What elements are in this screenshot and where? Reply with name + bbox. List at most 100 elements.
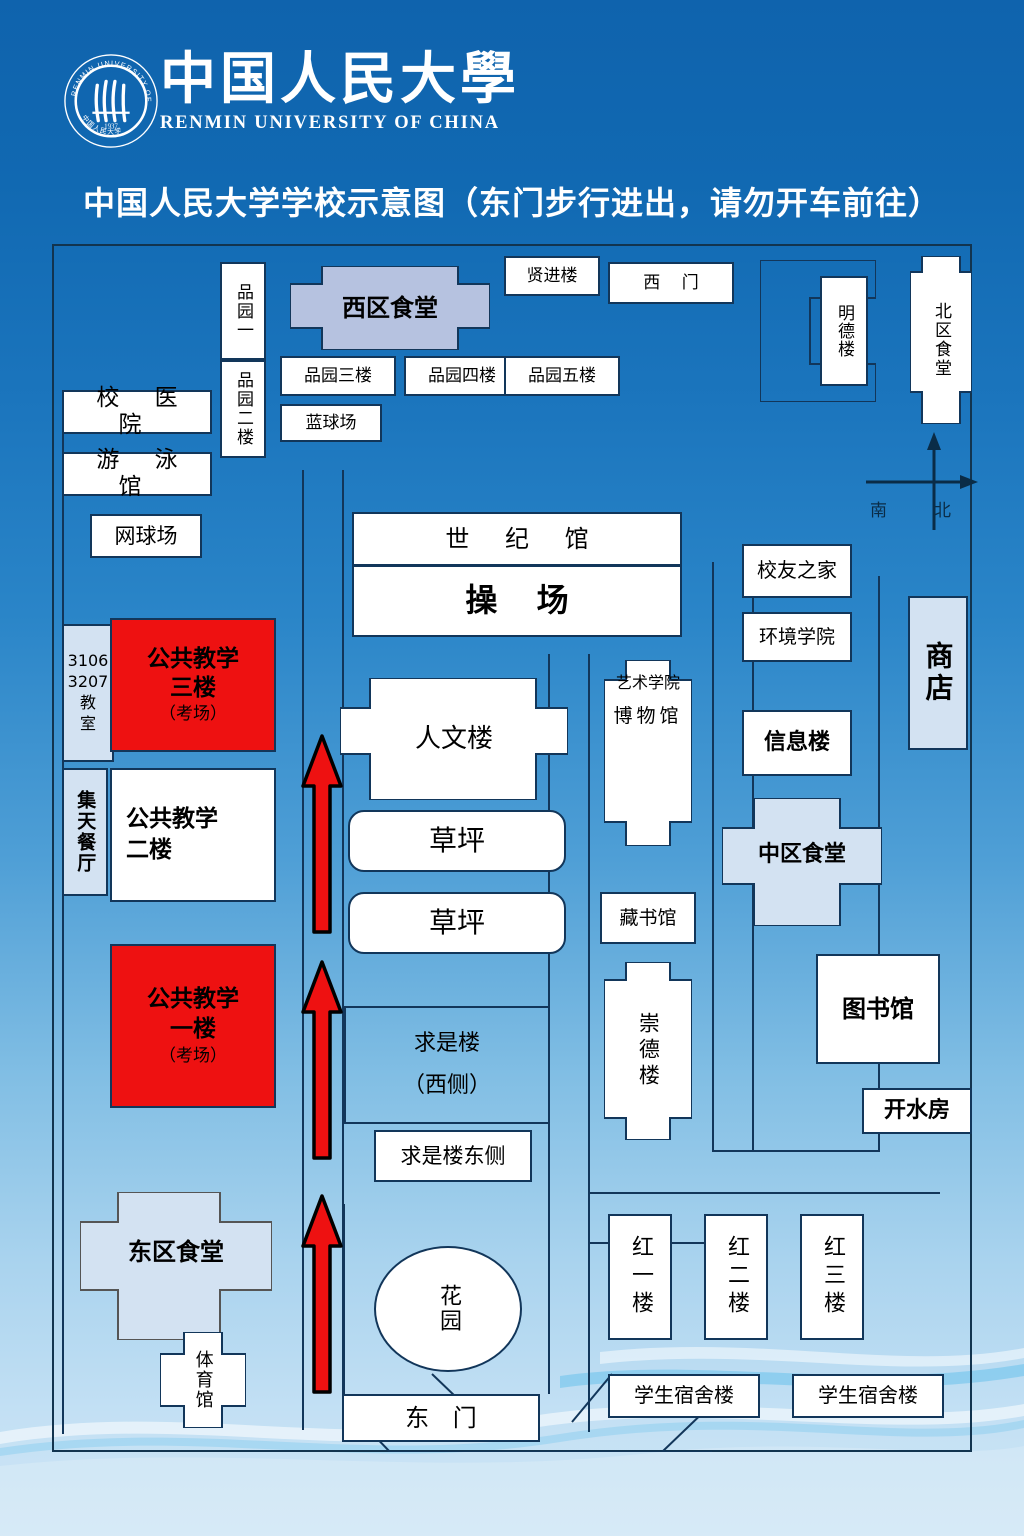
building-basketball-court[interactable]: 蓝球场 <box>280 404 382 442</box>
compass-label-north: 北 <box>934 501 951 521</box>
building-north-canteen-label-wrap: 北区食堂 <box>910 256 972 424</box>
building-hong3[interactable]: 红三楼 <box>800 1214 864 1340</box>
building-label: 品园三楼 <box>304 365 372 386</box>
building-dorm-1[interactable]: 学生宿舍楼 <box>608 1374 760 1418</box>
building-teaching2[interactable]: 公共教学 二楼 <box>110 768 276 902</box>
building-jitian-restaurant[interactable]: 集天餐厅 <box>62 768 108 896</box>
road-line-south-block-top <box>588 1194 590 1432</box>
building-qiushi-west[interactable]: 求是楼 （西侧） <box>344 1006 550 1124</box>
building-label: 世 纪 馆 <box>445 524 603 553</box>
building-teaching1-exam[interactable]: 公共教学 一楼 （考场） <box>110 944 276 1108</box>
building-hong2[interactable]: 红二楼 <box>704 1214 768 1340</box>
area-label: 花园 <box>436 1284 461 1334</box>
building-pinyuan5[interactable]: 品园五楼 <box>504 356 620 396</box>
building-label-line1: 公共教学 <box>126 805 218 832</box>
building-label-line2: 二楼 <box>126 837 172 863</box>
building-pinyuan1[interactable]: 品园一 <box>220 262 266 360</box>
building-dorm-2[interactable]: 学生宿舍楼 <box>792 1374 944 1418</box>
building-label: 图书馆 <box>842 994 914 1023</box>
building-label-line2: 三楼 <box>170 674 216 701</box>
gate-label: 西 门 <box>643 272 707 293</box>
direction-arrow-upper <box>301 734 343 934</box>
building-shop[interactable]: 商店 <box>908 596 968 750</box>
building-label: 校友之家 <box>757 558 837 583</box>
building-hong1[interactable]: 红一楼 <box>608 1214 672 1340</box>
building-pinyuan4[interactable]: 品园四楼 <box>404 356 520 396</box>
building-museum-complex[interactable] <box>604 660 692 846</box>
building-label: 红三楼 <box>819 1235 845 1319</box>
building-label: 红一楼 <box>627 1235 653 1319</box>
building-label: 品园五楼 <box>528 365 596 386</box>
building-library[interactable]: 图书馆 <box>816 954 940 1064</box>
classroom-code-3: 教 <box>79 693 96 712</box>
building-environment-school[interactable]: 环境学院 <box>742 612 852 662</box>
page-title: 中国人民大学学校示意图（东门步行进出，请勿开车前往） <box>82 184 941 222</box>
building-museum-labels: 艺术学院 博物馆 <box>604 660 692 846</box>
svg-text:RENMIN UNIVERSITY OF CHINA: RENMIN UNIVERSITY OF CHINA <box>62 52 153 103</box>
road-line-east-vertical <box>712 562 714 1152</box>
renmin-university-seal-icon: 1937 RENMIN UNIVERSITY OF CHINA 中国人民大学 <box>62 52 158 148</box>
building-label: 网球场 <box>114 523 178 548</box>
building-century-hall[interactable]: 世 纪 馆 <box>352 512 682 566</box>
building-pinyuan3[interactable]: 品园三楼 <box>280 356 396 396</box>
building-west-canteen[interactable] <box>290 266 490 350</box>
area-label: 草坪 <box>428 824 485 858</box>
building-label-line1: 公共教学 <box>147 645 239 672</box>
building-label-art-school: 艺术学院 <box>615 673 680 692</box>
area-garden[interactable]: 花园 <box>374 1246 522 1372</box>
area-lawn-2[interactable]: 草坪 <box>348 892 566 954</box>
road-line-west-vertical <box>302 470 304 1430</box>
area-lawn-1[interactable]: 草坪 <box>348 810 566 872</box>
building-label: 学生宿舍楼 <box>634 1383 734 1408</box>
building-humanities[interactable] <box>340 678 568 800</box>
building-teaching3-exam[interactable]: 公共教学 三楼 （考场） <box>110 618 276 752</box>
building-label: 东区食堂 <box>128 1237 224 1266</box>
compass-label-south: 南 <box>870 501 887 521</box>
building-label: 明德楼 <box>834 304 855 358</box>
building-humanities-label-wrap: 人文楼 <box>340 678 568 800</box>
building-label: 体育馆 <box>192 1350 214 1410</box>
building-water-room[interactable]: 开水房 <box>862 1088 972 1134</box>
building-xianjin[interactable]: 贤进楼 <box>504 256 600 296</box>
gate-east[interactable]: 东 门 <box>342 1394 540 1442</box>
building-label: 校 医 院 <box>96 384 192 438</box>
building-north-canteen[interactable] <box>910 256 972 424</box>
direction-arrow-lower <box>301 1194 343 1394</box>
road-line-west-vertical-2 <box>342 470 344 1430</box>
building-chongde-label-wrap: 崇德楼 <box>604 962 692 1140</box>
building-label: 崇德楼 <box>636 1012 661 1090</box>
building-pinyuan2[interactable]: 品园二楼 <box>220 360 266 458</box>
building-central-canteen-label-wrap: 中区食堂 <box>722 798 882 912</box>
building-hospital[interactable]: 校 医 院 <box>62 385 212 438</box>
building-label: 西区食堂 <box>342 293 438 322</box>
building-central-canteen[interactable] <box>722 798 882 926</box>
road-line-east-horizontal <box>712 1150 880 1152</box>
building-label-line1: 求是楼 <box>413 1031 480 1057</box>
area-label: 操 场 <box>465 581 583 620</box>
building-book-hall[interactable]: 藏书馆 <box>600 892 696 944</box>
page-header: 1937 RENMIN UNIVERSITY OF CHINA 中国人民大学 中… <box>0 0 1024 175</box>
building-label: 北区食堂 <box>931 302 952 378</box>
building-note: （考场） <box>159 1046 227 1067</box>
building-tennis-court[interactable]: 网球场 <box>90 514 202 558</box>
building-label: 开水房 <box>883 1098 950 1124</box>
logo-wordmark: 中国人民大學 RENMIN UNIVERSITY OF CHINA <box>160 50 520 134</box>
building-label: 信息楼 <box>763 730 830 756</box>
gate-west[interactable]: 西 门 <box>608 262 734 304</box>
direction-arrow-middle <box>301 960 343 1160</box>
building-mingde[interactable]: 明德楼 <box>820 276 868 386</box>
building-mingde-outline <box>760 260 876 402</box>
building-information[interactable]: 信息楼 <box>742 710 852 776</box>
area-sports-field[interactable]: 操 场 <box>352 565 682 637</box>
classroom-code-2: 3207 <box>67 672 109 692</box>
building-qiushi-east[interactable]: 求是楼东侧 <box>374 1130 532 1182</box>
building-classroom-codes[interactable]: 3106 3207 教 室 <box>62 624 114 762</box>
classroom-code-1: 3106 <box>67 651 109 671</box>
building-alumni-home[interactable]: 校友之家 <box>742 544 852 598</box>
building-swimming-pool[interactable]: 游 泳 馆 <box>62 447 212 500</box>
building-west-canteen-label-wrap: 西区食堂 <box>290 266 490 350</box>
road-line-center-vertical-2 <box>588 654 590 1394</box>
building-label: 求是楼东侧 <box>400 1143 506 1168</box>
building-east-canteen[interactable] <box>80 1192 272 1340</box>
building-chongde[interactable] <box>604 962 692 1140</box>
